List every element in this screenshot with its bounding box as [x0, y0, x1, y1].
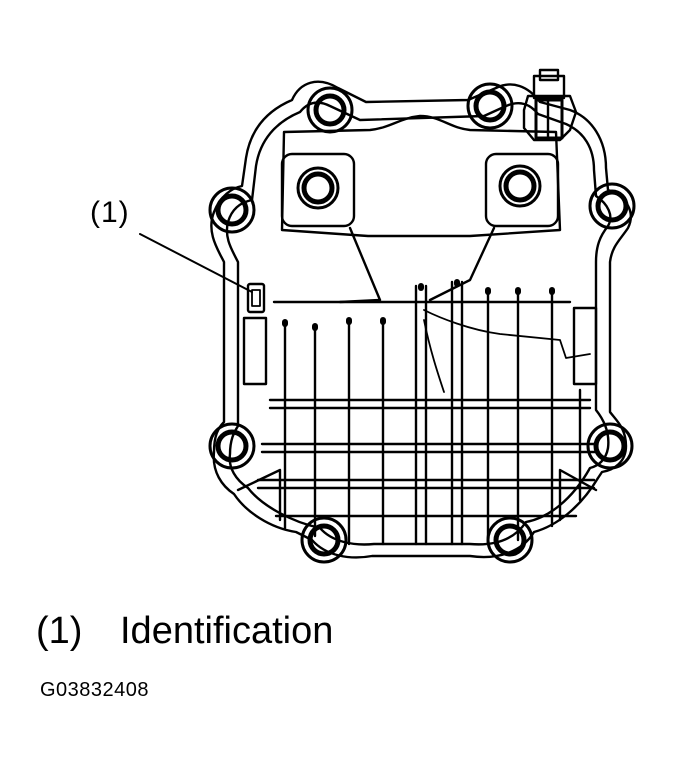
identification-tab — [248, 284, 264, 312]
bolt-mid-right — [590, 184, 634, 228]
rib-right-diagonal — [430, 228, 494, 300]
bolt-mid-left — [210, 188, 254, 232]
rib-left-diagonal — [340, 228, 380, 302]
cover-outer-outline — [211, 82, 630, 558]
fin-caps — [285, 282, 552, 328]
bolt-top-right — [468, 84, 512, 128]
bolt-low-right — [588, 424, 632, 468]
figure-code: G03832408 — [40, 679, 150, 701]
bolt-low-left — [210, 424, 254, 468]
right-mount-pad — [486, 154, 558, 226]
internal-contour-2 — [424, 320, 444, 392]
legend-number: (1) — [36, 610, 83, 652]
cover-bolts — [210, 84, 634, 562]
identification-tab-inner — [252, 290, 260, 306]
left-mount-hole — [298, 168, 338, 208]
internal-contour — [424, 310, 590, 358]
lower-left-web — [238, 470, 280, 520]
differential-cover-drawing — [0, 0, 679, 600]
left-mount-pad — [282, 154, 354, 226]
bolt-top-left — [308, 88, 352, 132]
callout-leader-line — [140, 234, 252, 292]
breather-connector — [524, 70, 576, 140]
crossbars — [258, 400, 596, 516]
lower-right-web — [560, 470, 596, 520]
legend-text: Identification — [120, 610, 334, 652]
cooling-fins — [285, 282, 580, 544]
callout-label: (1) — [90, 196, 130, 229]
right-mount-hole — [500, 166, 540, 206]
left-mount-hole-inner — [304, 174, 332, 202]
legend-entry: (1) Identification — [36, 612, 333, 650]
bolt-bottom-left — [302, 518, 346, 562]
right-mount-hole-inner — [506, 172, 534, 200]
right-side-slot — [574, 308, 596, 384]
left-side-slot — [244, 318, 266, 384]
cover-inner-outline — [227, 103, 610, 545]
bolt-bottom-right — [488, 518, 532, 562]
